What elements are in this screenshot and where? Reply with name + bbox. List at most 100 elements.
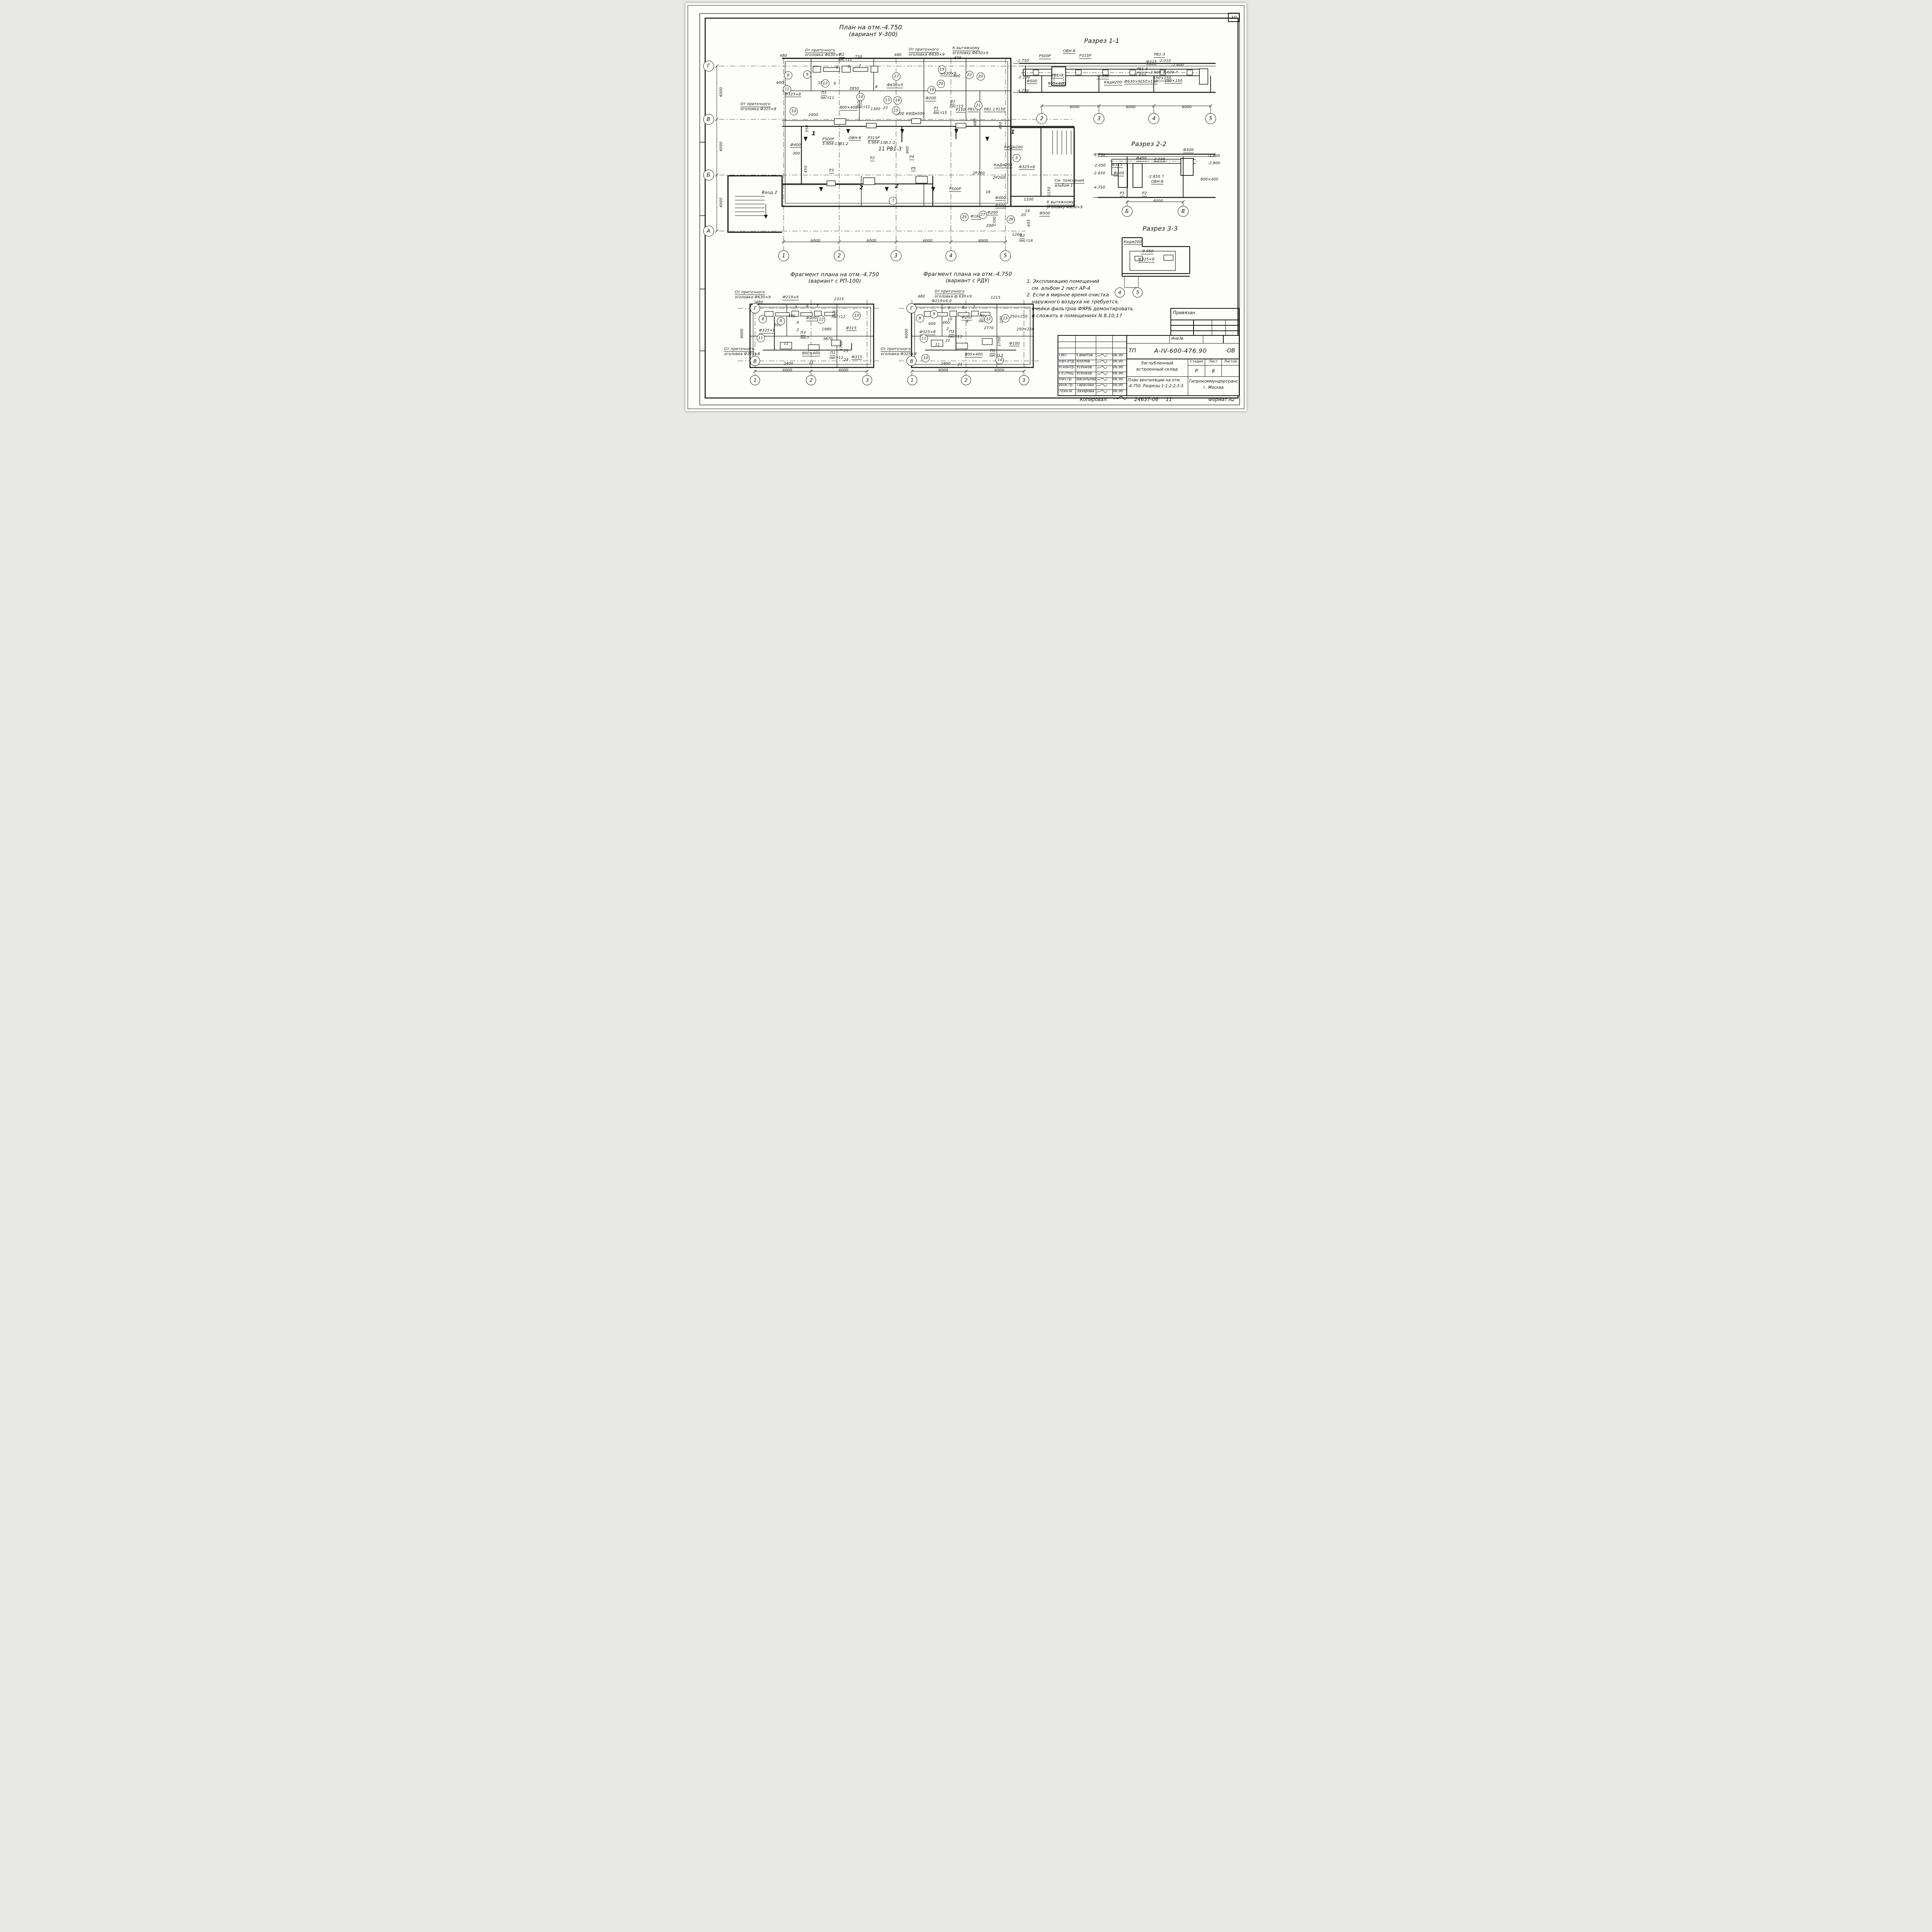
label-s1: 150×150 [1153, 76, 1172, 82]
doc-number: А-IV-600-476.90 [1154, 347, 1207, 354]
axis-bubble: Г [750, 303, 760, 313]
label-dims: 6000 [938, 368, 949, 373]
room-number-bubble: 20 [937, 80, 945, 88]
label-s2: Ф400 [1113, 171, 1124, 177]
binding-stamp: Привязан [1170, 308, 1240, 337]
fragment-2-drawing [899, 300, 1039, 380]
label-f2: 11 [935, 343, 940, 347]
label-f2: Ф200 [961, 315, 972, 321]
label-titles: (вариант с РДУ) [946, 278, 990, 284]
label-f1: 600 [774, 323, 782, 328]
label-plan: 730 [855, 55, 862, 60]
axis-bubble: Б [1121, 206, 1133, 217]
room-number-bubble: 11 [783, 85, 791, 94]
label-plan: 300 [793, 151, 800, 156]
label-f2: 2770 [984, 326, 994, 330]
room-number-bubble: 11 [757, 334, 765, 342]
label-plan: 480 [779, 54, 787, 58]
label-plan: лист15 [933, 111, 947, 116]
label-plan: альбом 1 [1054, 184, 1073, 188]
label-plan: лист11 [838, 57, 852, 62]
room-number-bubble: 14 [995, 356, 1004, 364]
inventory-label: Инв.№ [1171, 337, 1184, 341]
label-plan: 1 [1011, 129, 1015, 135]
label-f2: Ф100 [1009, 342, 1020, 347]
label-s1: Кидм200 [1104, 80, 1122, 85]
axis-bubble: 4 [945, 250, 956, 261]
label-plan: Вход 2 [762, 190, 777, 195]
stage-sheet-grid: Стадия Лист Листов Р 8 [1188, 358, 1239, 376]
label-plan: Р1 [934, 106, 939, 111]
signature-icon [1096, 377, 1113, 384]
label-plan: лист11 [820, 96, 835, 100]
label-plan: 8 [875, 85, 878, 89]
organization-name: Гипрокоммундортранс г. Москва [1189, 379, 1238, 390]
label-dims: 6000 [719, 197, 723, 207]
room-number-bubble: 21 [974, 101, 983, 110]
label-s1: Р500Р [1039, 54, 1051, 60]
label-s1: Ф315 [1146, 60, 1157, 65]
label-f1: Ф315 [846, 326, 857, 331]
label-plan: 1700 [993, 216, 997, 226]
label-plan: 18 [985, 190, 991, 195]
label-s2: Ф500 [1183, 148, 1194, 153]
label-f1: 24 [844, 358, 849, 362]
label-plan: 2Р200 [973, 171, 985, 176]
note-line: 2. Если в мирное время очистка [1026, 292, 1109, 298]
sheet-name: План вентиляции на отм. -4.750. Разрезы … [1126, 376, 1189, 396]
label-plan: оголовка Ф630×9 [908, 53, 945, 57]
label-plan: 2850 [849, 86, 859, 91]
axis-bubble: 4 [1114, 287, 1125, 298]
label-s3: Кидм200 [1124, 240, 1142, 245]
label-plan: лист16 [1019, 238, 1033, 243]
doc-suffix: -ОВ [1225, 347, 1235, 354]
axis-bubble: 1 [778, 250, 789, 261]
label-plan: В2 [1020, 234, 1025, 239]
label-f2: 10 [947, 317, 952, 322]
label-f2: 480 [918, 294, 925, 299]
label-plan: РВ1-1 [968, 107, 979, 112]
label-s1: -2.550 [1097, 74, 1109, 79]
label-plan: От приточного [740, 102, 770, 107]
room-number-bubble: 3 [1012, 154, 1021, 162]
room-number-bubble: 12 [984, 315, 993, 323]
room-number-bubble: 19 [938, 65, 946, 74]
room-number-bubble: 11 [920, 334, 928, 343]
axis-bubble: 1 [750, 375, 760, 385]
axis-bubble: 1 [907, 375, 917, 385]
label-f1: 2400 [784, 361, 794, 366]
label-f2: 400 [942, 321, 950, 325]
stage-value: Р [1188, 366, 1205, 376]
label-plan: 19 [1025, 209, 1030, 213]
label-s2: Р2 [1142, 191, 1147, 196]
label-plan: От приточного [805, 48, 835, 53]
label-plan: Р150 [995, 107, 1005, 112]
label-plan: 7 [859, 64, 861, 68]
axis-bubble: В [703, 114, 714, 125]
signature-icon [1096, 389, 1113, 396]
label-plan: Ф630×9 [940, 71, 957, 77]
label-plan: 2400 [808, 113, 818, 117]
label-plan: 600 [776, 81, 784, 85]
axis-bubble: Б [703, 169, 714, 180]
label-plan: В1 [950, 99, 956, 105]
label-plan: лист15 [949, 104, 964, 109]
note-line: и сложить в помещениях N 8,10,17 [1031, 313, 1122, 319]
label-f1: 11 [784, 341, 789, 346]
label-s2: Ф400 [1136, 156, 1147, 162]
label-plan: 1300 [871, 107, 881, 111]
axis-bubble: В [1177, 206, 1189, 217]
room-number-bubble: 7 [889, 197, 897, 205]
label-f2: 22 [945, 338, 950, 343]
room-number-bubble: 16 [927, 86, 936, 94]
axis-bubble: В [750, 356, 760, 366]
label-s1: РВ1-3 [1052, 73, 1063, 78]
label-f2: оголовка Ф325×8 [881, 352, 917, 357]
axis-bubble: 3 [1094, 113, 1105, 124]
label-f1: П1 [830, 351, 836, 356]
label-dims: 6000 [810, 238, 820, 243]
drawing-sheet: План на отм.-4.750(вариант У-300)Разрез … [685, 3, 1247, 411]
label-plan: Ф325×8 [1019, 165, 1035, 170]
label-s2: -2.800 [1208, 161, 1220, 166]
